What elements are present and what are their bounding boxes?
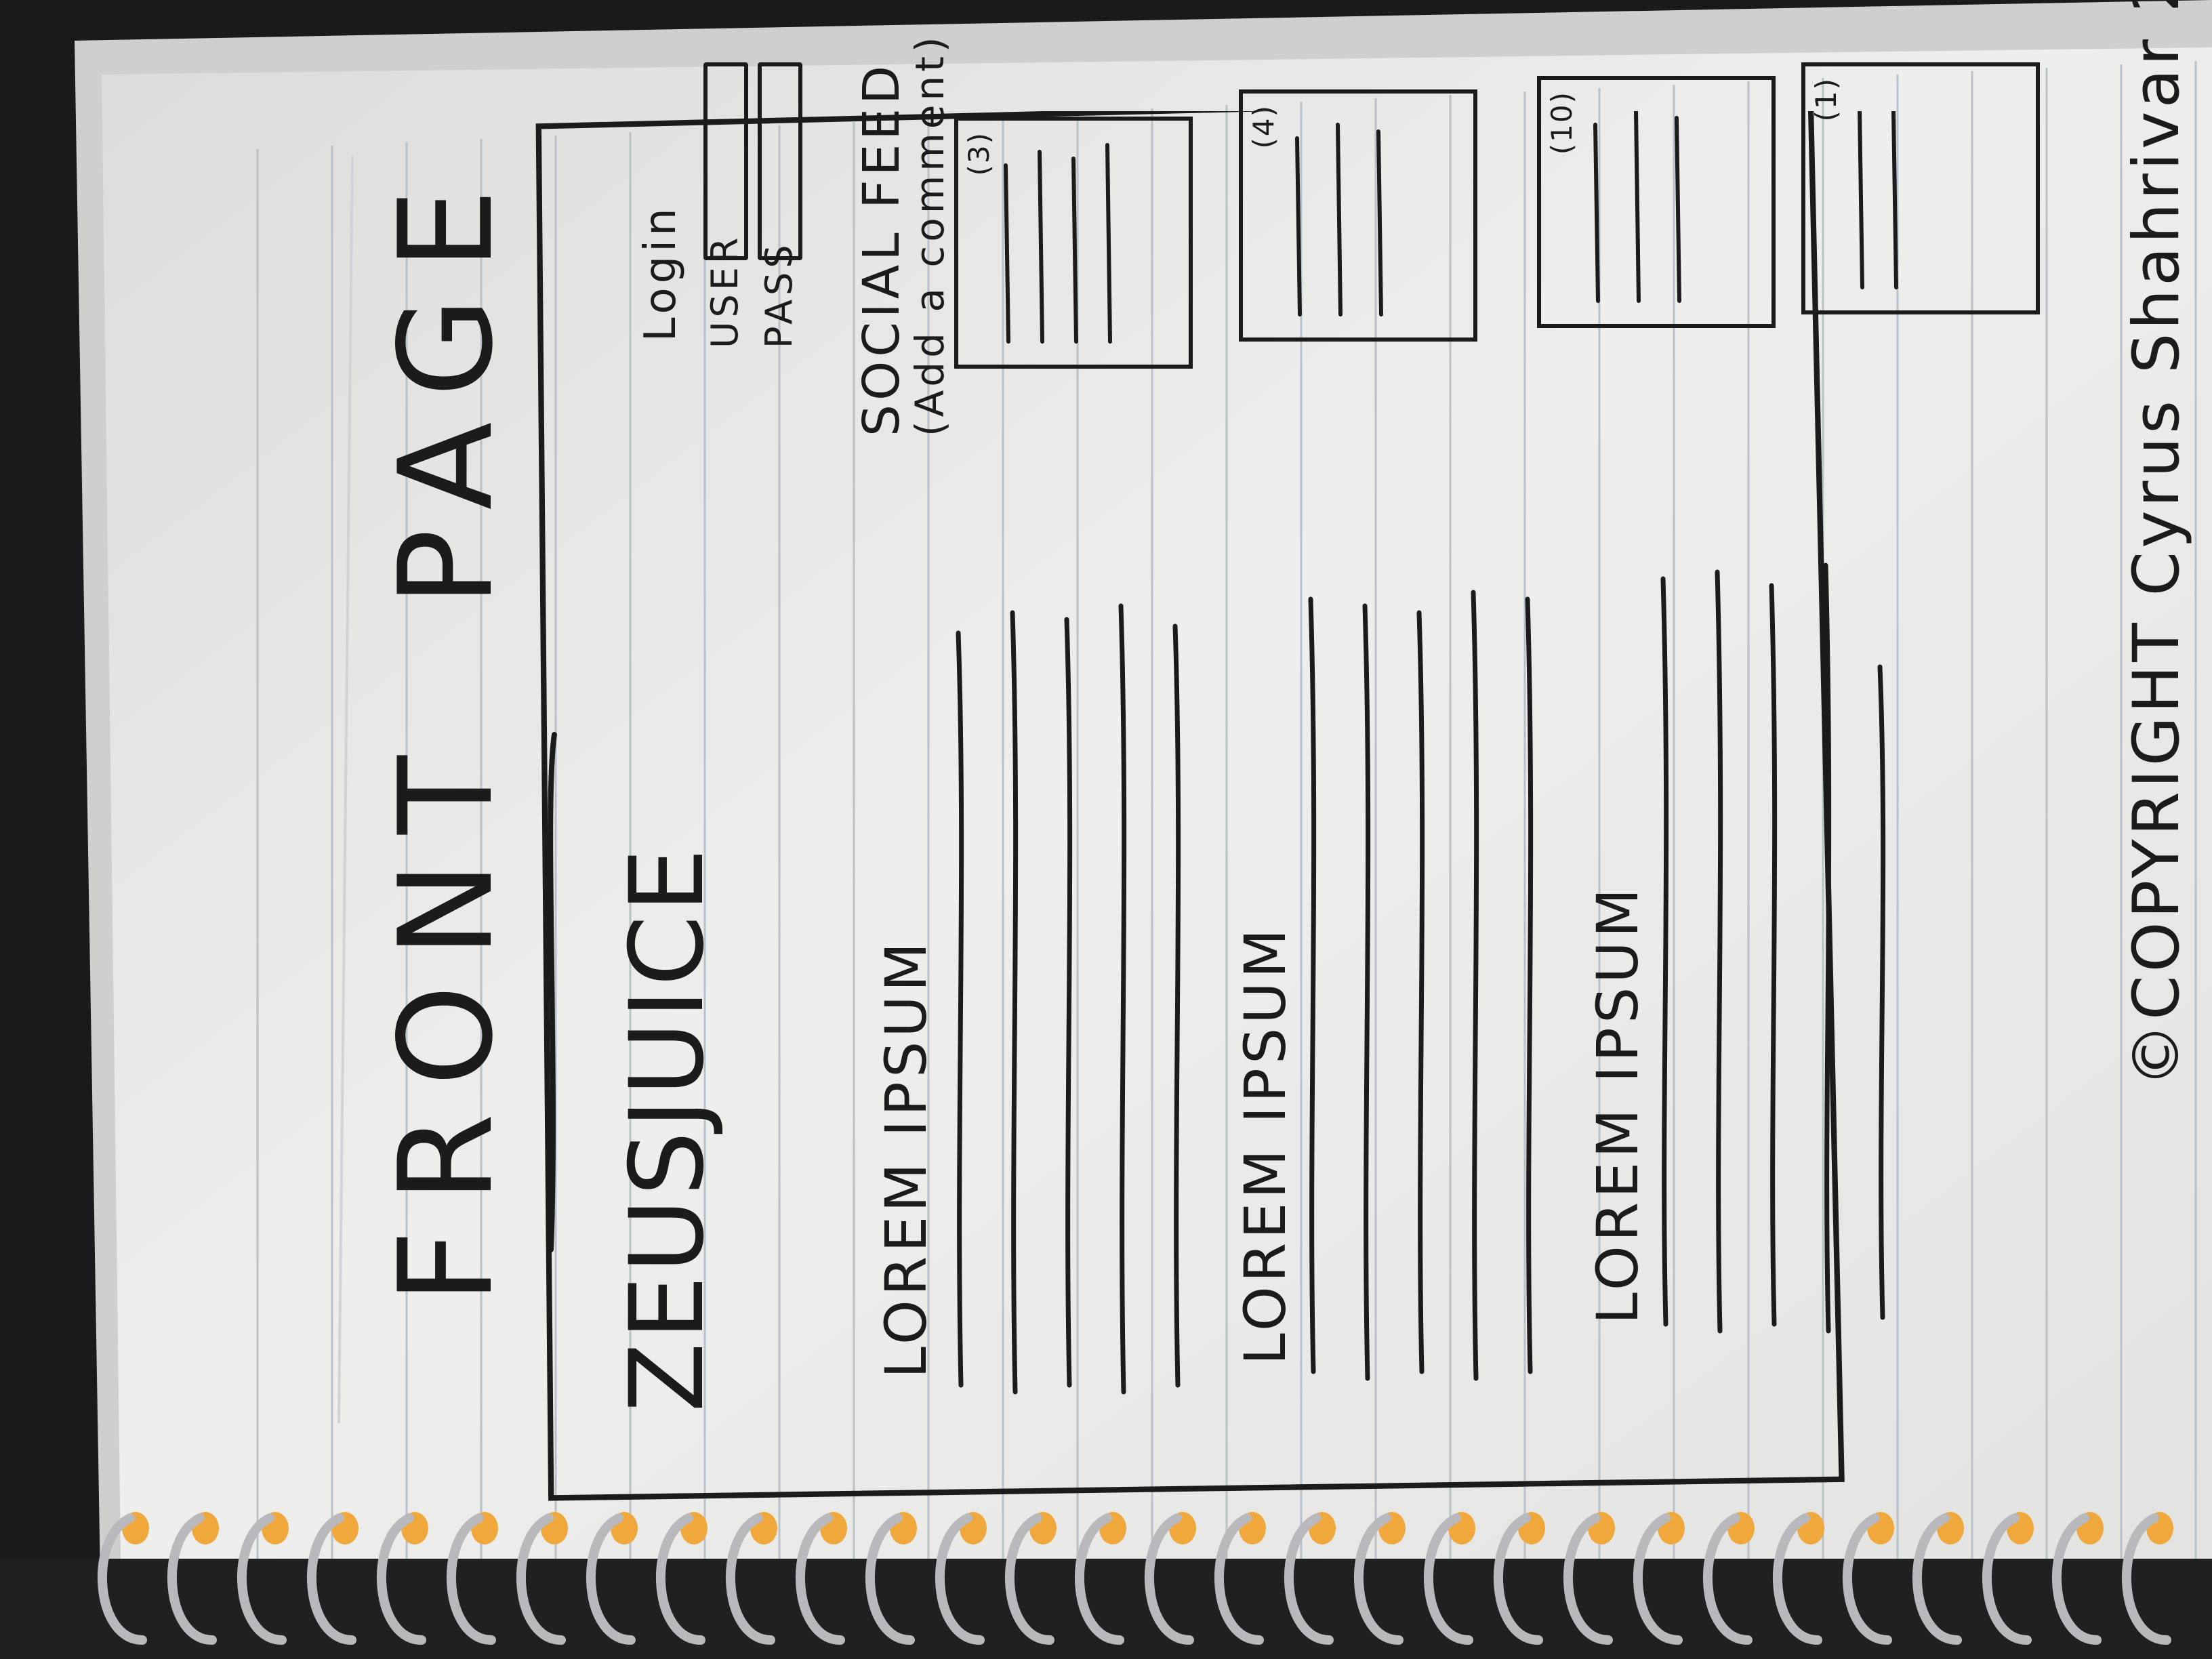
spiral-ring (865, 1513, 915, 1645)
wireframe-frame (535, 111, 1845, 1501)
text-line (956, 630, 964, 1388)
spiral-ring (1423, 1513, 1473, 1645)
spiral-ring (1004, 1513, 1054, 1645)
sketch-content: FRONTPAGE ZEUSJUICE Login USER PASS LORE… (202, 0, 2194, 1548)
spiral-ring (2051, 1513, 2102, 1645)
text-line (1471, 590, 1479, 1381)
text-line (1172, 623, 1181, 1388)
card-line (1004, 163, 1010, 344)
card-line (1858, 111, 1864, 289)
text-line (1525, 596, 1534, 1374)
spiral-ring (1702, 1513, 1753, 1645)
text-line (1118, 603, 1127, 1395)
text-line (1660, 576, 1669, 1327)
spiral-ring (167, 1513, 217, 1645)
margin-line (337, 155, 354, 1424)
card-line (1038, 150, 1044, 344)
text-line (1769, 583, 1778, 1327)
spiral-ring (1353, 1513, 1404, 1645)
spiral-ring (795, 1513, 845, 1645)
placeholder-text-lines (956, 562, 1886, 1395)
spiral-ring (306, 1513, 356, 1645)
spiral-ring (2121, 1513, 2171, 1645)
text-line (1715, 569, 1723, 1334)
card-line (1675, 116, 1681, 303)
spiral-ring (1772, 1513, 1822, 1645)
card-line (1336, 123, 1343, 316)
spiral-ring (1912, 1513, 1962, 1645)
spiral-ring (516, 1513, 566, 1645)
spiral-ring (1842, 1513, 1892, 1645)
spiral-ring (1563, 1513, 1613, 1645)
text-line (1362, 603, 1371, 1381)
spiral-ring (586, 1513, 636, 1645)
feed-card-lines (1004, 111, 1898, 344)
footer-copyright: ©COPYRIGHT Cyrus Shahrivar 2015 (2120, 0, 2194, 1087)
spiral-ring (725, 1513, 775, 1645)
page-border (535, 111, 1845, 1501)
title-underline (548, 732, 557, 1252)
text-line (1064, 617, 1073, 1388)
card-line (1105, 143, 1112, 344)
spiral-ring (1493, 1513, 1543, 1645)
ruled-lines (256, 61, 2197, 1626)
text-line (1308, 596, 1317, 1374)
card-line (1634, 111, 1641, 303)
spiral-binding (97, 1512, 2173, 1645)
spiral-ring (1144, 1513, 1194, 1645)
spiral-ring (237, 1513, 287, 1645)
text-line (1823, 562, 1832, 1334)
spiral-ring (446, 1513, 496, 1645)
card-line (1295, 136, 1302, 316)
spiral-ring (1214, 1513, 1264, 1645)
spiral-ring (97, 1513, 147, 1645)
spiral-ring (1074, 1513, 1124, 1645)
spiral-ring (1982, 1513, 2032, 1645)
card-line (1376, 129, 1383, 316)
card-line (1891, 111, 1898, 289)
spiral-ring (935, 1513, 985, 1645)
spiral-ring (1284, 1513, 1334, 1645)
card-line (1593, 123, 1600, 303)
text-line (1010, 610, 1019, 1395)
spiral-ring (1633, 1513, 1683, 1645)
spiral-ring (655, 1513, 705, 1645)
text-line (1877, 664, 1886, 1320)
card-line (1071, 157, 1078, 344)
spiral-ring (376, 1513, 426, 1645)
text-line (1416, 610, 1425, 1374)
